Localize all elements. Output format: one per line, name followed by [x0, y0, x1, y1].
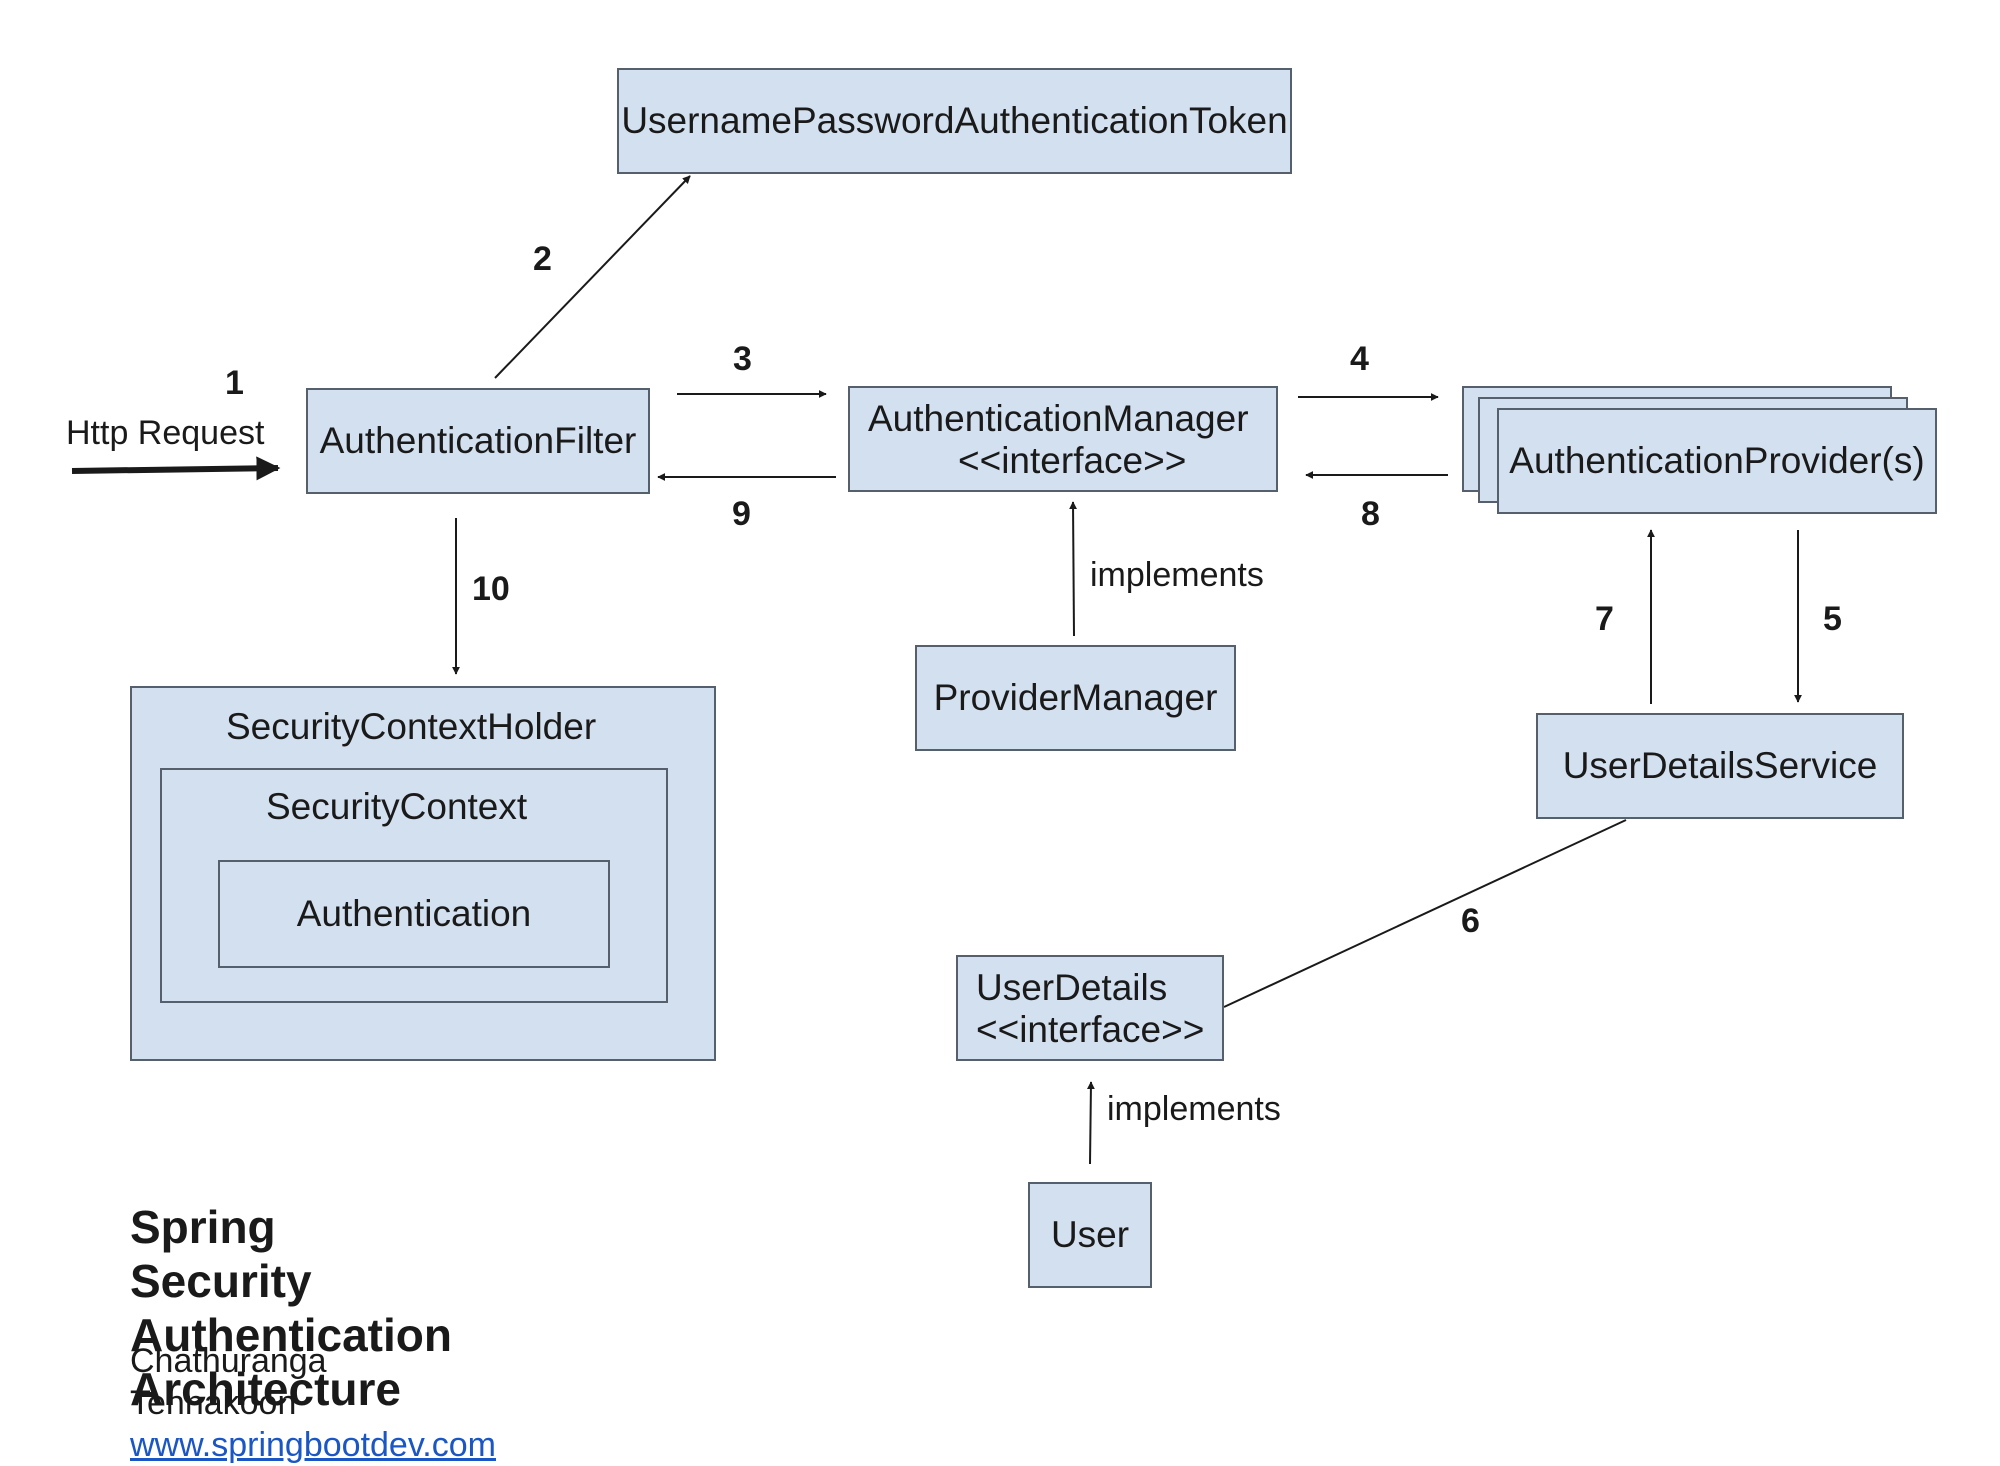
step-7-label: 7: [1595, 600, 1614, 638]
diagram-title-line-2: Authentication Architecture: [130, 1309, 452, 1415]
user-details-service-label: UserDetailsService: [1562, 745, 1878, 786]
authentication-manager-label: AuthenticationManager: [868, 398, 1249, 439]
username-password-token-label: UsernamePasswordAuthenticationToken: [621, 100, 1288, 141]
implements-manager-label: implements: [1090, 556, 1264, 594]
security-context-box: SecurityContext Authentication: [160, 768, 668, 1003]
diagram-title: Spring Security Authentication Architect…: [130, 1200, 452, 1416]
step-9-label: 9: [732, 495, 751, 533]
authentication-provider-box: AuthenticationProvider(s): [1497, 408, 1937, 514]
step-3-label: 3: [733, 340, 752, 378]
author-name: Chathuranga Tennakoon: [130, 1342, 327, 1422]
step-6-label: 6: [1461, 902, 1480, 940]
authentication-manager-box: AuthenticationManager <<interface>>: [848, 386, 1278, 492]
provider-manager-box: ProviderManager: [915, 645, 1236, 751]
security-context-label: SecurityContext: [266, 786, 528, 827]
user-details-label: UserDetails: [976, 967, 1168, 1008]
author-website-link[interactable]: www.springbootdev.com: [130, 1426, 496, 1464]
authentication-filter-label: AuthenticationFilter: [319, 420, 637, 461]
authentication-filter-box: AuthenticationFilter: [306, 388, 650, 494]
step-8-label: 8: [1361, 495, 1380, 533]
http-request-label: Http Request: [66, 414, 265, 452]
step-1-label: 1: [225, 364, 244, 402]
authentication-manager-stereotype: <<interface>>: [958, 440, 1187, 481]
authentication-label: Authentication: [296, 893, 532, 934]
step-2-label: 2: [533, 240, 552, 278]
arrow-implements-manager: [1069, 501, 1078, 637]
user-box: User: [1028, 1182, 1152, 1288]
arrow-implements-userdetails: [1086, 1081, 1095, 1165]
step-4-label: 4: [1350, 340, 1369, 378]
username-password-token-box: UsernamePasswordAuthenticationToken: [617, 68, 1292, 174]
provider-manager-label: ProviderManager: [933, 677, 1218, 718]
author-block: Chathuranga Tennakoon www.springbootdev.…: [130, 1340, 496, 1466]
security-context-holder-box: SecurityContextHolder SecurityContext Au…: [130, 686, 716, 1061]
line-step-6: [1223, 819, 1627, 1008]
step-5-label: 5: [1823, 600, 1842, 638]
diagram-title-line-1: Spring Security: [130, 1201, 312, 1307]
arrow-step-2: [494, 175, 691, 379]
arrow-http-request: [71, 456, 281, 481]
authentication-provider-label: AuthenticationProvider(s): [1509, 440, 1925, 481]
user-details-stereotype: <<interface>>: [976, 1009, 1205, 1050]
step-10-label: 10: [472, 570, 510, 608]
user-details-service-box: UserDetailsService: [1536, 713, 1904, 819]
implements-userdetails-label: implements: [1107, 1090, 1281, 1128]
user-details-box: UserDetails <<interface>>: [956, 955, 1224, 1061]
authentication-box: Authentication: [218, 860, 610, 968]
security-context-holder-label: SecurityContextHolder: [226, 706, 597, 747]
user-label: User: [1050, 1214, 1130, 1255]
